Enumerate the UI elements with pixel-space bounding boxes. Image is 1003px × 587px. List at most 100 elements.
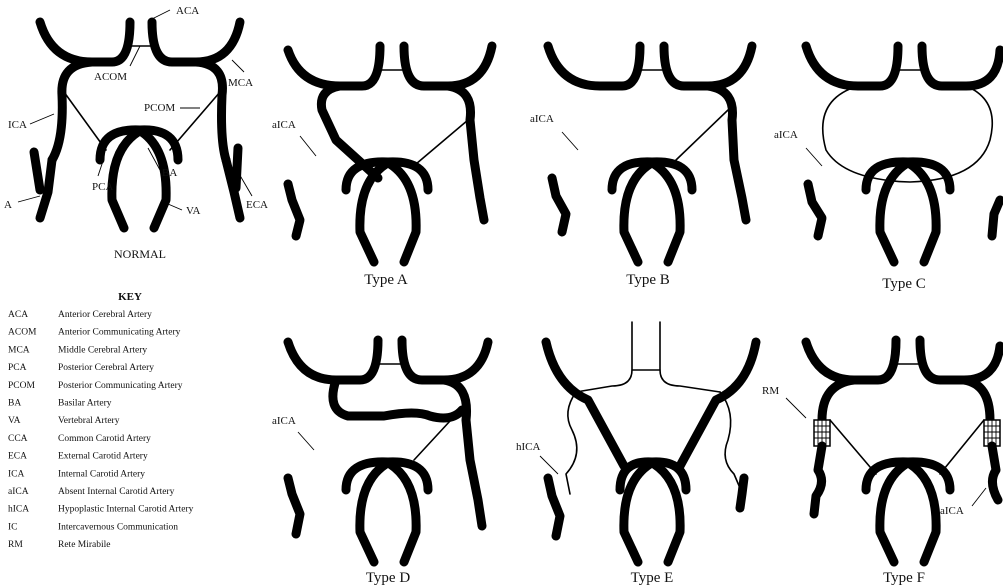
key-description: Intercavernous Communication	[58, 522, 178, 532]
key-description: Posterior Cerebral Artery	[58, 363, 154, 373]
key-title: KEY	[118, 291, 142, 303]
key-abbr: ACA	[8, 310, 28, 320]
type-d-aca-left	[288, 340, 378, 380]
type-b-ba-right	[654, 164, 680, 262]
key-abbr: ECA	[8, 452, 27, 462]
type-a-ba-right	[390, 164, 416, 262]
type-f-ba-left	[880, 464, 906, 562]
normal-aca-left	[40, 22, 130, 62]
type-f-label-aica: aICA	[940, 505, 964, 517]
type-c-ba-right	[910, 164, 936, 262]
normal-label-aca: ACA	[176, 5, 199, 17]
type-e-hica-left	[566, 392, 577, 494]
key-abbr: BA	[8, 399, 21, 409]
key-description: External Carotid Artery	[58, 452, 148, 462]
type-f-right-ica-lower	[992, 446, 998, 500]
type-f-pcom-left	[830, 420, 876, 474]
type-c-aca-left	[806, 46, 898, 86]
type-e-thin-aca-left	[576, 322, 632, 392]
type-a-right-mca	[448, 86, 484, 220]
key-abbr: PCA	[8, 363, 27, 373]
type-e-hica-right	[720, 392, 740, 488]
key-description: Absent Internal Carotid Artery	[58, 487, 175, 497]
normal-label-pca: PCA	[92, 181, 113, 193]
normal-label-ica: ICA	[8, 119, 27, 131]
normal-label-mca: MCA	[228, 77, 253, 89]
key-description: Vertebral Artery	[58, 416, 120, 426]
key-description: Rete Mirabile	[58, 540, 111, 550]
normal-pcom-left	[64, 92, 106, 150]
key-description: Internal Carotid Artery	[58, 469, 145, 479]
type-b-left-stump	[552, 178, 566, 232]
normal-eca-left	[34, 152, 40, 190]
type-a-left-stump	[288, 184, 300, 236]
normal-caption: NORMAL	[114, 247, 166, 261]
key-abbr: IC	[8, 522, 18, 532]
type-f-left-ica-lower	[814, 446, 822, 514]
type-d-caption: Type D	[366, 570, 411, 586]
type-f-left-mca	[822, 380, 854, 420]
key-abbr: MCA	[8, 345, 30, 355]
key-description: Anterior Cerebral Artery	[58, 310, 152, 320]
type-d-right-mca	[444, 380, 482, 526]
normal-label-ba: BA	[162, 167, 177, 179]
normal-mca-left	[52, 62, 92, 160]
type-c-ba-left	[880, 164, 906, 262]
key-description: Common Carotid Artery	[58, 434, 151, 444]
type-a-aca-left	[288, 46, 380, 86]
type-d-aca-right	[402, 340, 488, 380]
type-e-ba-right	[654, 464, 680, 562]
normal-mca-right	[196, 62, 226, 160]
key-abbr: CCA	[8, 434, 28, 444]
type-d-left-stump	[288, 478, 300, 534]
panel-type-f: RM aICA Type F	[762, 340, 1000, 586]
key-description: Basilar Artery	[58, 399, 112, 409]
key-abbr: aICA	[8, 487, 29, 497]
panel-type-b: aICA Type B	[530, 46, 752, 288]
key-abbr: VA	[8, 416, 21, 426]
type-a-pcom	[416, 120, 468, 164]
type-e-label: hICA	[516, 441, 541, 453]
key-abbr: ICA	[8, 469, 25, 479]
type-e-left-stump	[548, 478, 560, 536]
type-d-ba-left	[360, 464, 386, 562]
normal-ba-right	[142, 132, 166, 228]
type-c-right-stump	[992, 200, 1000, 236]
normal-aca-right	[152, 22, 240, 62]
type-c-left-stump	[808, 184, 822, 236]
type-b-right-mca	[708, 86, 746, 220]
key-abbr: hICA	[8, 505, 29, 515]
type-c-label: aICA	[774, 129, 798, 141]
key-abbr: RM	[8, 540, 23, 550]
type-e-ba-left	[624, 464, 650, 562]
type-f-aca-left	[806, 340, 896, 380]
type-d-ba-right	[390, 464, 416, 562]
key-description: Middle Cerebral Artery	[58, 345, 147, 355]
type-e-aca-right	[680, 342, 756, 466]
normal-label-cca: A	[4, 199, 12, 211]
type-d-ic	[333, 380, 462, 418]
type-f-pcom-right	[940, 420, 984, 474]
type-b-ba-left	[624, 164, 650, 262]
type-c-caption: Type C	[882, 276, 926, 292]
normal-ba-left	[112, 132, 138, 228]
type-a-aca-right	[404, 46, 492, 86]
type-e-right-stump	[740, 478, 744, 508]
normal-label-eca: ECA	[246, 199, 268, 211]
key-description: Posterior Communicating Artery	[58, 381, 183, 391]
type-b-aca-right	[664, 46, 752, 86]
type-d-label: aICA	[272, 415, 296, 427]
normal-label-acom: ACOM	[94, 71, 127, 83]
type-a-caption: Type A	[364, 272, 408, 288]
key-description: Hypoplastic Internal Carotid Artery	[58, 505, 194, 515]
type-b-aca-left	[548, 46, 640, 86]
type-e-aca-left	[546, 342, 624, 466]
type-f-label-rm: RM	[762, 385, 779, 397]
key-abbr: ACOM	[8, 328, 37, 338]
normal-eca-right	[236, 148, 238, 188]
type-f-aca-right	[920, 340, 1000, 380]
type-f-ba-right	[910, 464, 936, 562]
